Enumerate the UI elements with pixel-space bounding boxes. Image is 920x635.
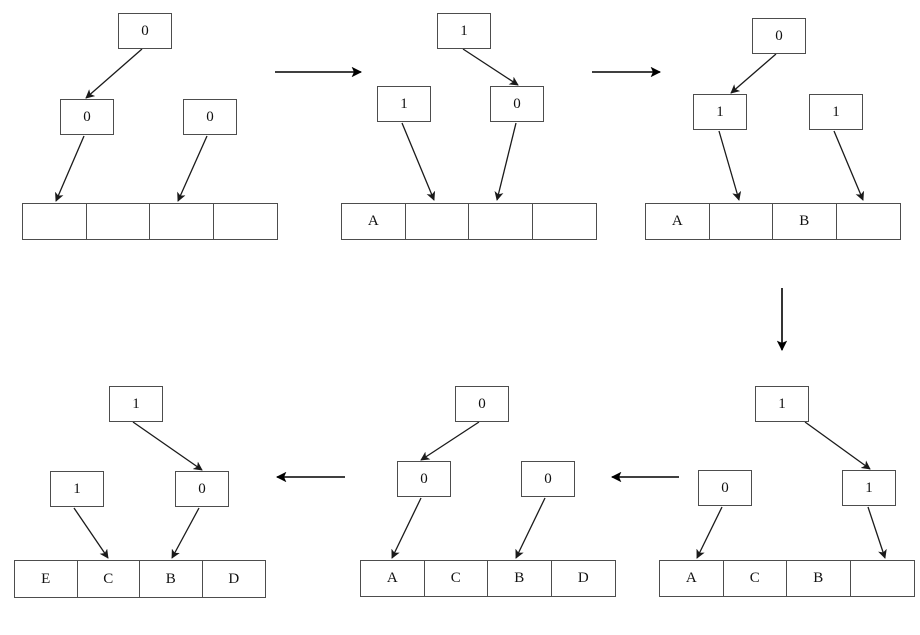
trie-node-label: 0	[721, 479, 729, 496]
array-cell-3[interactable]: D	[577, 570, 589, 586]
array-panel-1	[22, 203, 278, 240]
trie-node-label: 1	[460, 22, 468, 39]
array-cell-0[interactable]: A	[361, 561, 425, 596]
trie-node-label: 0	[198, 480, 206, 497]
pointer-arrow-p2-left-to-array-cell-1	[401, 122, 436, 201]
array-cell-3[interactable]	[851, 561, 915, 596]
array-cell-2[interactable]: B	[140, 561, 203, 597]
trie-node-label: 0	[513, 95, 521, 112]
trie-node-label: 0	[775, 27, 783, 44]
array-cell-1[interactable]	[87, 204, 150, 239]
trie-node-label: 0	[83, 108, 91, 125]
trie-node-p6-left[interactable]: 1	[50, 471, 104, 507]
trie-node-p1-left[interactable]: 0	[60, 99, 114, 135]
pointer-arrow-p6-root-to-p6-right	[132, 421, 203, 471]
array-cell-0[interactable]: A	[646, 204, 710, 239]
pointer-arrow-p6-right-to-array-cell-2	[171, 507, 200, 559]
trie-node-p1-root[interactable]: 0	[118, 13, 172, 49]
pointer-arrow-p4-left-to-array-cell-0	[696, 506, 723, 559]
trie-node-p6-root[interactable]: 1	[109, 386, 163, 422]
trie-node-p3-root[interactable]: 0	[752, 18, 806, 54]
pointer-arrow-p2-root-to-p2-right	[462, 48, 519, 86]
pointer-arrow-p5-left-to-array-cell-0	[391, 497, 422, 559]
pointer-arrow-p2-right-to-array-cell-2	[494, 122, 517, 201]
trie-node-label: 0	[420, 470, 428, 487]
flow-arrows-group	[275, 66, 788, 483]
array-cell-1[interactable]: C	[78, 561, 140, 597]
array-cell-0[interactable]: E	[15, 561, 78, 597]
pointer-arrow-p6-left-to-array-cell-1	[73, 507, 109, 559]
trie-node-label: 1	[832, 103, 840, 120]
trie-node-p4-root[interactable]: 1	[755, 386, 809, 422]
trie-node-label: 1	[400, 95, 408, 112]
pointer-arrow-p5-right-to-array-cell-2	[515, 497, 546, 559]
trie-node-label: 1	[865, 479, 873, 496]
trie-node-p1-right[interactable]: 0	[183, 99, 237, 135]
array-cell-0[interactable]: A	[660, 561, 724, 596]
array-cell-3[interactable]	[533, 204, 597, 239]
trie-node-p3-left[interactable]: 1	[693, 94, 747, 130]
trie-node-p3-right[interactable]: 1	[809, 94, 863, 130]
trie-node-p2-right[interactable]: 0	[490, 86, 544, 122]
array-cell-0[interactable]: A	[342, 204, 406, 239]
pointer-arrow-p3-left-to-array-cell-1	[718, 130, 742, 201]
pointer-arrow-p1-root-to-p1-left	[85, 48, 143, 99]
array-cell-3[interactable]: D	[228, 570, 240, 587]
trie-node-label: 0	[141, 22, 149, 39]
trie-node-label: 1	[132, 395, 140, 412]
pointer-arrow-p1-left-to-array-cell-0	[55, 135, 85, 202]
pointer-arrow-p3-root-to-p3-left	[730, 53, 777, 94]
array-cell-1[interactable]: C	[425, 561, 488, 596]
trie-node-p5-left[interactable]: 0	[397, 461, 451, 497]
pointer-arrow-p1-right-to-array-cell-2	[177, 135, 208, 202]
array-cell-2[interactable]: B	[787, 561, 851, 596]
pointer-arrow-p5-root-to-p5-left	[420, 421, 480, 461]
trie-node-p2-left[interactable]: 1	[377, 86, 431, 122]
pointer-arrow-p4-root-to-p4-right	[804, 421, 871, 470]
array-cell-2[interactable]: B	[488, 561, 552, 596]
array-cell-0[interactable]	[23, 204, 87, 239]
array-cell-2[interactable]	[150, 204, 214, 239]
array-cell-3[interactable]	[214, 204, 278, 239]
array-cell-2[interactable]	[469, 204, 533, 239]
array-cell-3[interactable]	[837, 204, 901, 239]
trie-node-label: 0	[544, 470, 552, 487]
array-cell-1[interactable]: C	[724, 561, 787, 596]
trie-node-label: 1	[716, 103, 724, 120]
trie-node-p5-right[interactable]: 0	[521, 461, 575, 497]
trie-node-p6-right[interactable]: 0	[175, 471, 229, 507]
trie-node-label: 1	[73, 480, 81, 497]
trie-node-p4-left[interactable]: 0	[698, 470, 752, 506]
trie-node-label: 1	[778, 395, 786, 412]
array-cell-2[interactable]: B	[773, 204, 837, 239]
trie-node-label: 0	[478, 395, 486, 412]
array-cell-1[interactable]	[406, 204, 469, 239]
pointer-arrow-p4-right-to-array-cell-3	[867, 506, 887, 559]
trie-node-p2-root[interactable]: 1	[437, 13, 491, 49]
array-cell-1[interactable]	[710, 204, 773, 239]
array-panel-2: A	[341, 203, 597, 240]
trie-node-p4-right[interactable]: 1	[842, 470, 896, 506]
trie-node-label: 0	[206, 108, 214, 125]
pointer-arrow-p3-right-to-array-cell-3	[833, 130, 865, 201]
trie-node-p5-root[interactable]: 0	[455, 386, 509, 422]
